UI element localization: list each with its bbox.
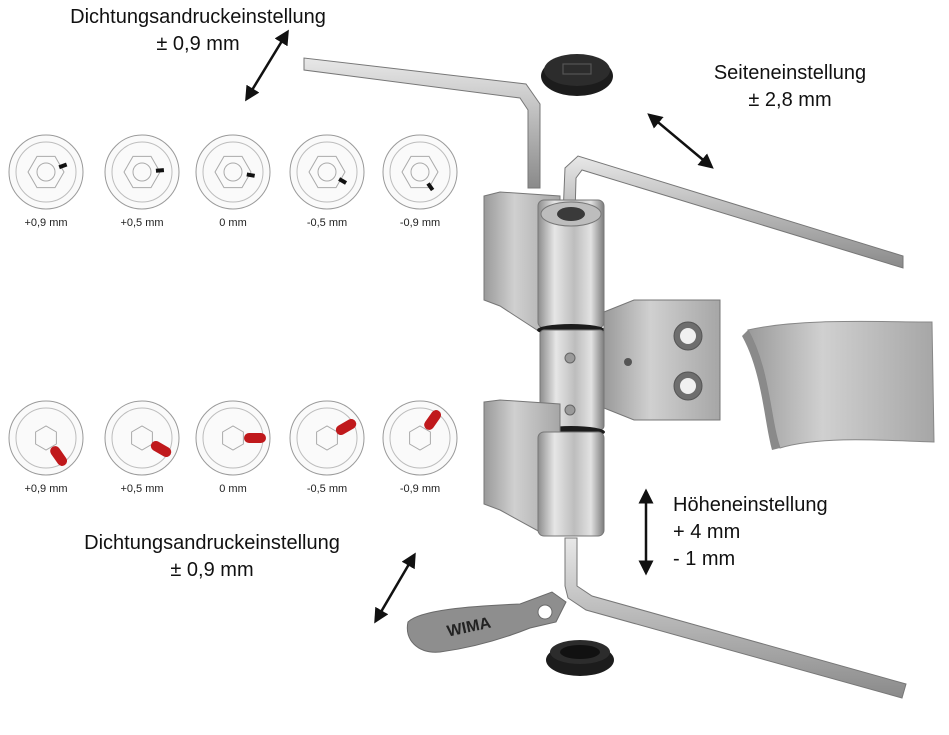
dial-bottom-5 bbox=[382, 400, 458, 476]
allen-key-side bbox=[562, 155, 904, 269]
dial-marker bbox=[338, 177, 348, 185]
height-title: Höheneinstellung bbox=[673, 494, 828, 516]
dial-bottom-label: -0,9 mm bbox=[399, 483, 441, 495]
dial-marker-red bbox=[50, 446, 68, 466]
pressure-value-top: ± 0,9 mm bbox=[156, 33, 240, 55]
dial-marker bbox=[58, 162, 68, 170]
dial-bottom-label: -0,5 mm bbox=[306, 483, 348, 495]
height-value-plus: + 4 mm bbox=[673, 521, 741, 543]
allen-key-bottom bbox=[564, 537, 907, 699]
dial-bottom-4 bbox=[289, 400, 365, 476]
side-title: Seiteneinstellung bbox=[713, 62, 867, 84]
hinge-mounting-plate bbox=[603, 299, 721, 421]
side-value: ± 2,8 mm bbox=[748, 89, 832, 111]
side-arrow bbox=[647, 113, 714, 169]
allen-key-top bbox=[303, 57, 541, 189]
dial-top-label: 0 mm bbox=[219, 217, 247, 229]
dial-top-1 bbox=[8, 134, 84, 210]
dial-marker bbox=[155, 168, 165, 173]
top-dial-row bbox=[8, 134, 458, 210]
dial-top-label: -0,5 mm bbox=[306, 217, 348, 229]
pressure-arrow-top bbox=[245, 29, 289, 102]
dial-top-label: +0,5 mm bbox=[120, 217, 164, 229]
dial-top-label: -0,9 mm bbox=[399, 217, 441, 229]
dial-bottom-2 bbox=[104, 400, 180, 476]
dial-marker-red bbox=[424, 410, 442, 430]
pressure-value-bottom: ± 0,9 mm bbox=[170, 559, 254, 581]
pressure-title-bottom: Dichtungsandruckeinstellung bbox=[84, 532, 340, 554]
pressure-arrow-bottom bbox=[374, 552, 416, 624]
height-value-minus: - 1 mm bbox=[673, 548, 736, 570]
dial-marker-red bbox=[150, 441, 172, 457]
dial-marker bbox=[426, 182, 435, 192]
dial-marker bbox=[246, 172, 256, 178]
hinge-cover bbox=[747, 320, 935, 449]
dial-marker-red bbox=[244, 433, 266, 443]
dial-bottom-label: +0,5 mm bbox=[120, 483, 164, 495]
hinge-cap-bottom bbox=[546, 640, 614, 676]
hinge-knuckle-lower bbox=[537, 431, 605, 537]
dial-top-label: +0,9 mm bbox=[24, 217, 68, 229]
dial-bottom-label: 0 mm bbox=[219, 483, 247, 495]
bottom-dial-row bbox=[8, 400, 458, 476]
dial-top-5 bbox=[382, 134, 458, 210]
dial-bottom-3 bbox=[195, 400, 271, 476]
dial-top-4 bbox=[289, 134, 365, 210]
dial-marker-red bbox=[335, 419, 357, 435]
dial-bottom-label: +0,9 mm bbox=[24, 483, 68, 495]
hinge-cap-top bbox=[541, 54, 613, 96]
wrench-tool: WIMA bbox=[406, 591, 567, 653]
dial-bottom-1 bbox=[8, 400, 84, 476]
dial-top-3 bbox=[195, 134, 271, 210]
dial-top-2 bbox=[104, 134, 180, 210]
pressure-title-top: Dichtungsandruckeinstellung bbox=[70, 6, 326, 28]
